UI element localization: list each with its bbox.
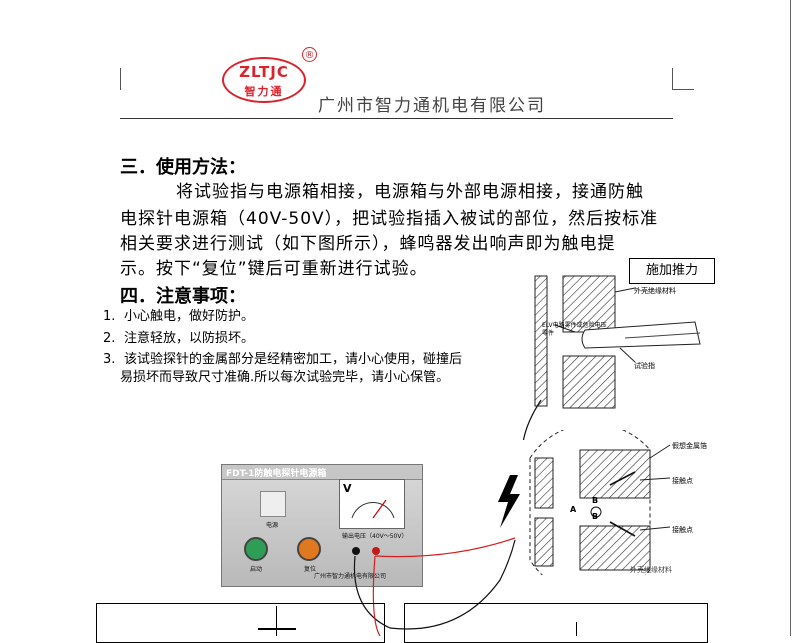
label-point-b1: B [592,496,599,505]
voltmeter-dial [351,499,395,519]
bottom-figure-box-left [96,603,385,643]
section-3-line-4: 示。按下“复位”键后可重新进行试验。 [120,259,428,279]
right-box-stem [576,622,577,636]
device-title: FDT-1防触电探针电源箱 [226,469,327,479]
power-label: 电源 [266,522,279,529]
label-test-finger: 试验指 [634,362,655,370]
company-logo: ZLTJC 智力通 [222,57,306,103]
reset-label: 复位 [304,566,317,573]
red-wire [372,555,381,636]
note-2-text: 注意轻放，以防损坏。 [124,331,255,346]
voltmeter: V [339,479,405,529]
live-part-plate [534,275,548,407]
reset-button[interactable] [297,537,321,561]
contact-detail-diagram [498,430,671,575]
push-force-label: 施加推力 [629,258,715,284]
label-bottom-insulation: 外壳绝缘材料 [630,566,672,574]
page-edge [790,0,791,636]
section-3-line-2: 电探针电源箱（40V-50V），把试验指插入被试的部位，然后按标准 [120,209,659,229]
label-contact-point-1: 接触点 [672,477,693,485]
crop-mark-top-right-h [672,89,694,90]
output-terminal-red[interactable] [372,547,380,555]
section-4-title: 四．注意事项： [120,286,246,307]
red-wire-2 [374,537,516,558]
probe-wires [353,537,516,636]
crop-mark-top-left [120,68,121,90]
label-contact-point-2: 接触点 [672,526,693,534]
start-label: 启动 [250,566,263,573]
lightning-icon [498,475,520,528]
company-name: 广州市智力通机电有限公司 [318,96,546,116]
section-3-title: 三．使用方法： [120,157,246,178]
device-top-strip: FDT-1防触电探针电源箱 [222,465,422,480]
enclosure-upper [562,275,616,333]
voltmeter-unit: V [343,482,352,495]
note-1-text: 小心触电，做好防护。 [124,309,255,324]
left-box-stem [276,606,277,636]
black-wire [353,539,516,630]
note-3-text: 该试验探针的金属部分是经精密加工，请小心使用，碰撞后 [124,352,463,367]
logo-text: ZLTJC [239,63,289,81]
label-point-a: A [570,505,577,514]
logo-subtext: 智力通 [244,85,284,98]
label-outer-insulation: 外壳绝缘材料 [634,287,676,295]
label-metal-foil: 假想金属箔 [672,442,707,450]
note-3-num: 3. [103,352,116,367]
crop-mark-top-right [672,68,673,90]
maker-label: 广州市智力通机电有限公司 [314,573,387,580]
registered-mark: ® [302,47,317,62]
label-point-b2: B [592,512,599,521]
output-terminal-black[interactable] [352,547,360,555]
left-box-bar [258,628,296,630]
enclosure-lower [562,355,616,409]
section-3-line-1: 将试验指与电源箱相接，电源箱与外部电源相接，接通防触 [176,182,644,202]
header-divider [120,118,673,119]
test-finger-diagram [522,275,701,440]
start-button[interactable] [244,537,268,561]
power-supply-box: FDT-1防触电探针电源箱 电源 V 输出电压（40V～50V） 启动 复位 广… [221,464,423,587]
note-2-num: 2. [103,331,116,346]
note-1-num: 1. [103,309,116,324]
output-voltage-label: 输出电压（40V～50V） [342,533,408,540]
finger-probe [581,321,701,349]
note-3-cont: 易损坏而导致尺寸准确.所以每次试验完毕，请小心保管。 [120,370,450,385]
label-live-part: ELV电路零件或危险电压零件 [542,322,607,337]
power-switch[interactable] [260,491,286,517]
bottom-figure-box-right [404,603,708,643]
section-3-line-3: 相关要求进行测试（如下图所示），蜂鸣器发出响声即为触电提 [120,234,616,254]
